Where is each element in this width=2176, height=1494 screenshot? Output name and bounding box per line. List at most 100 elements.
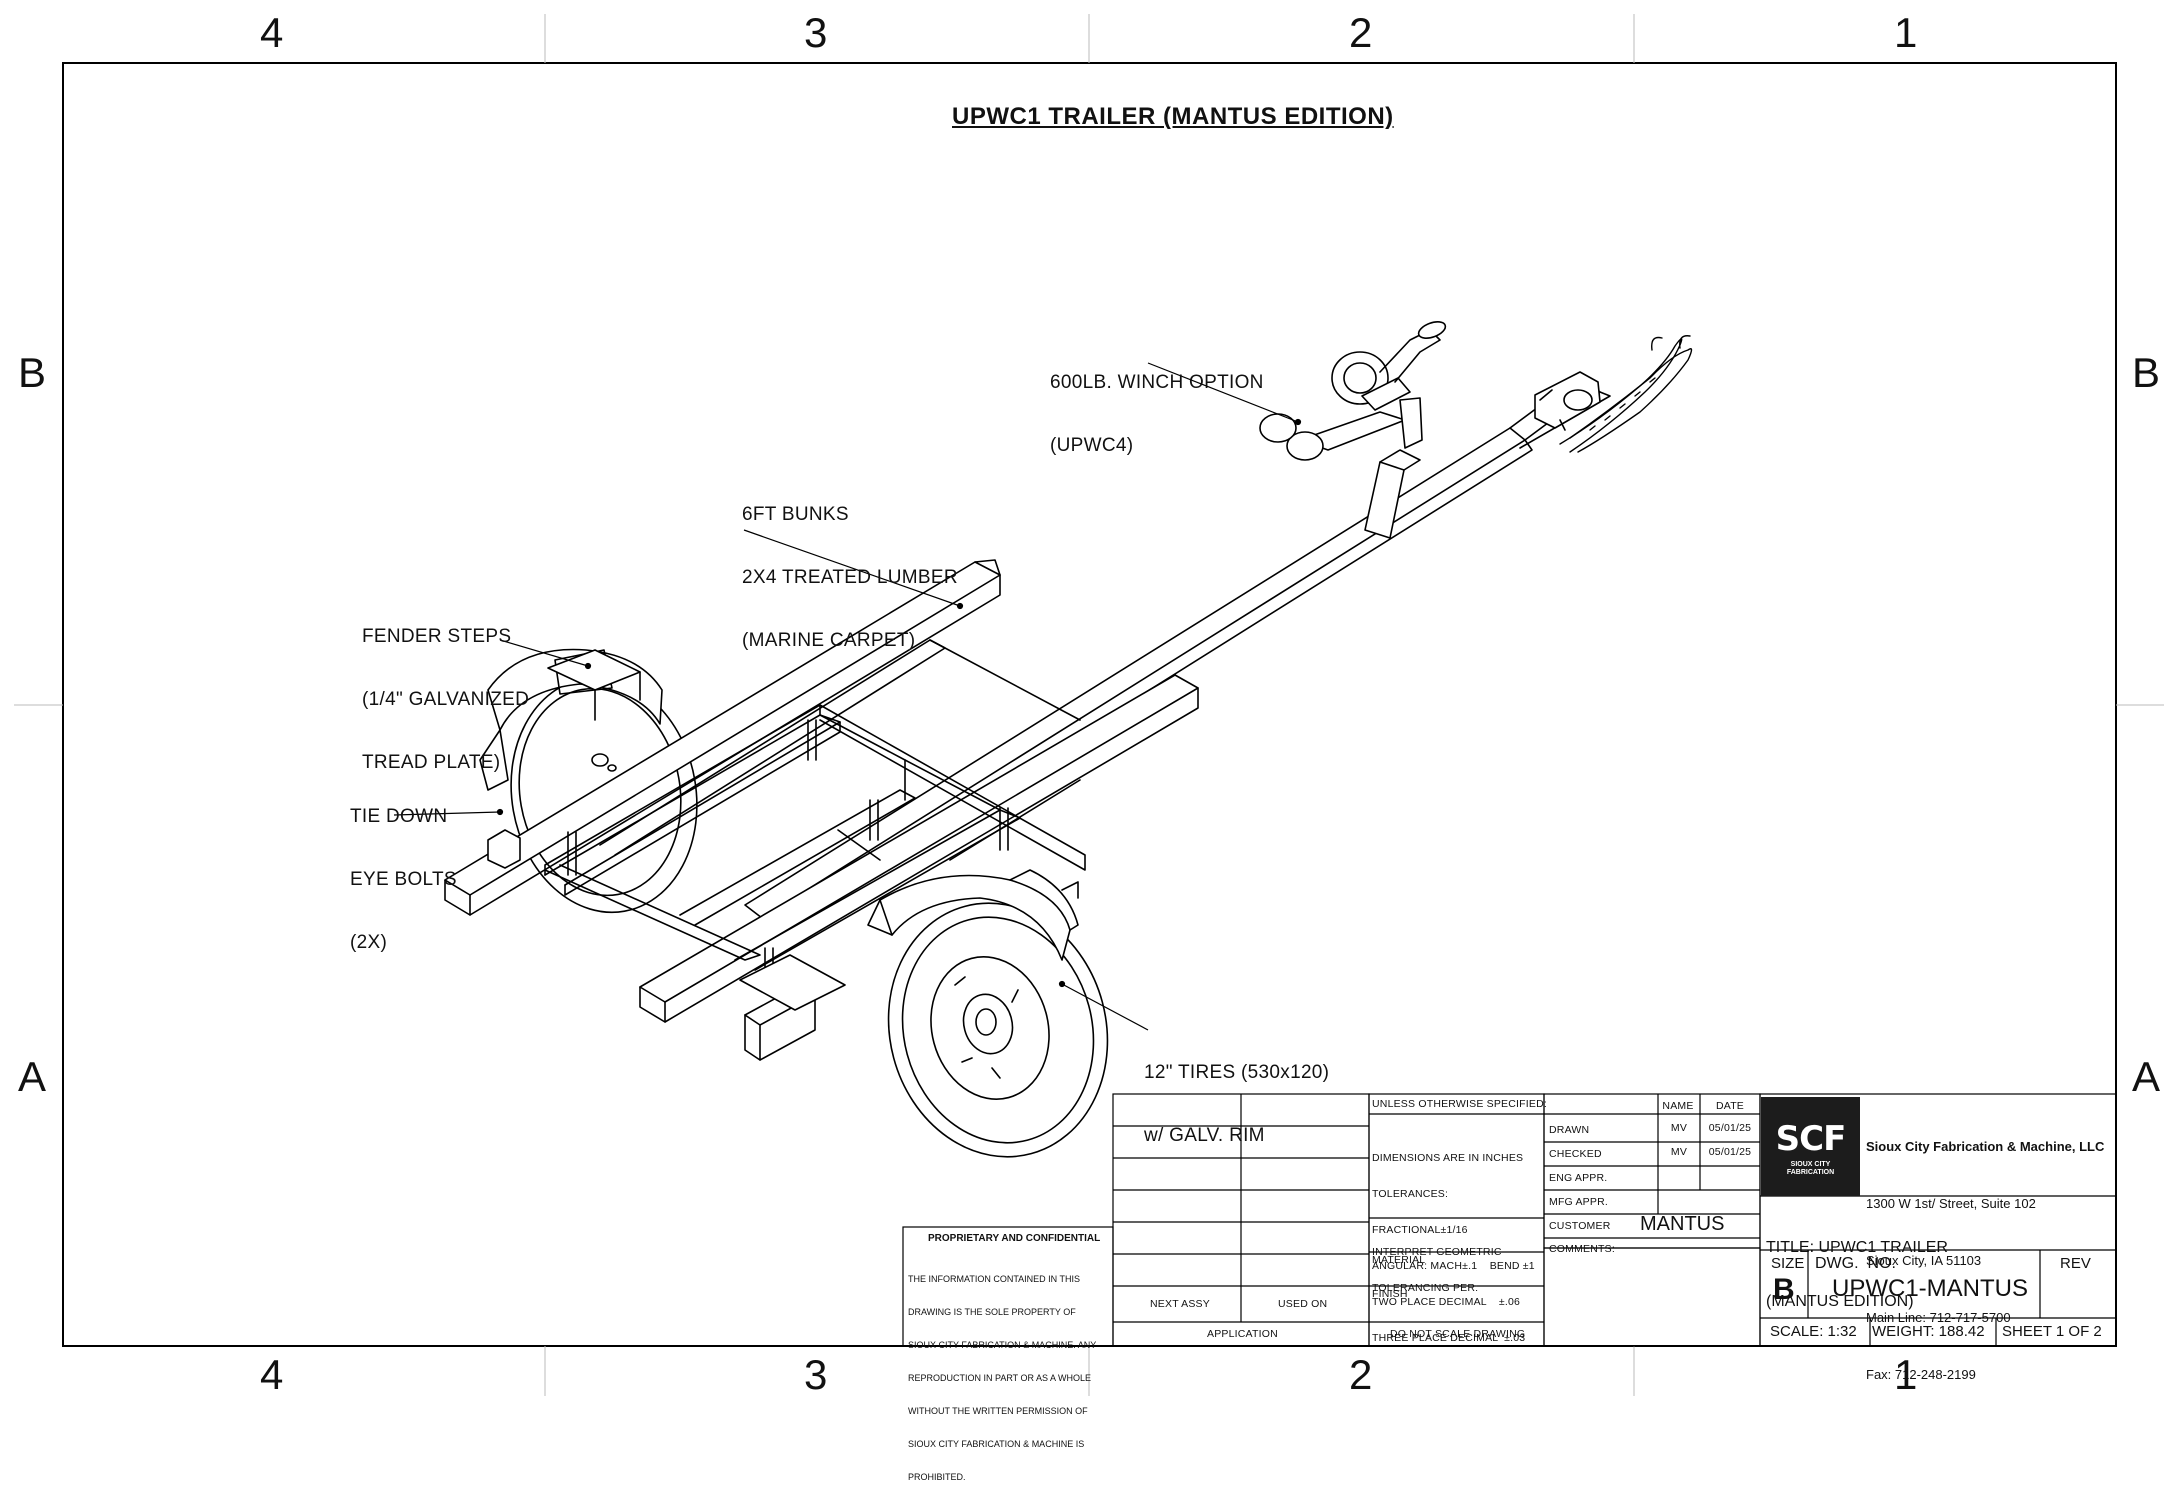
drawn-name: MV [1670,1122,1688,1134]
title-block-grid [902,1093,2117,1347]
callout-tie-down-line1: TIE DOWN [350,806,448,827]
tolerance-line: ANGULAR: MACH±.1 BEND ±1 [1372,1260,1535,1272]
company-fax: Fax: 712-248-2199 [1866,1367,1976,1382]
title-line1: TITLE: UPWC1 TRAILER [1766,1239,1948,1256]
callout-winch-line2: (UPWC4) [1050,435,1134,456]
finish-label: FINISH [1372,1288,1408,1300]
drawing-sheet: 4 3 2 1 4 3 2 1 B A B A UPWC1 TRAILER (M… [14,9,2164,1482]
tolerance-line: FRACTIONAL±1/16 [1372,1224,1468,1236]
callout-winch-line1: 600LB. WINCH OPTION [1050,372,1264,393]
trailer-drawing [444,321,1693,1158]
tolerance-line: THREE PLACE DECIMAL ±.03 [1372,1332,1526,1344]
frame [487,639,1086,1061]
title-line2: (MANTUS EDITION) [1766,1293,1914,1310]
proprietary-line: REPRODUCTION IN PART OR AS A WHOLE [908,1373,1092,1383]
scale-value: SCALE: 1:32 [1770,1323,1857,1340]
logo-sub-line: SIOUX CITY [1790,1161,1831,1168]
name-header: NAME [1662,1100,1694,1112]
zone-column-3-bottom: 3 [804,1351,828,1398]
fender-step [547,649,641,772]
tolerances-block: DIMENSIONS ARE IN INCHES TOLERANCES: FRA… [1372,1128,1535,1356]
company-address1: 1300 W 1st/ Street, Suite 102 [1866,1196,2036,1211]
zone-column-1-bottom: 1 [1894,1351,1918,1398]
callout-tires-line1: 12" TIRES (530x120) [1144,1062,1330,1083]
callout-tie-down-line2: EYE BOLTS [350,869,457,890]
callout-tie-down-line3: (2X) [350,932,388,953]
zone-row-b-right: B [2132,349,2161,396]
callout-tires-line2: w/ GALV. RIM [1144,1125,1265,1146]
callout-fender-line1: FENDER STEPS [362,626,512,647]
zone-column-1-top: 1 [1894,9,1918,56]
checked-name: MV [1670,1146,1688,1158]
drawn-label: DRAWN [1549,1124,1590,1136]
interpret-line: INTERPRET GEOMETRIC [1372,1246,1502,1258]
proprietary-line: THE INFORMATION CONTAINED IN THIS [908,1274,1081,1284]
zone-row-a-right: A [2132,1053,2161,1100]
callout-fender-line2: (1/4" GALVANIZED [362,689,530,710]
callout-fender-line3: TREAD PLATE) [362,752,501,773]
bunk-right [639,674,1199,1023]
tolerance-line: TOLERANCES: [1372,1188,1449,1200]
zone-column-2-top: 2 [1349,9,1373,56]
company-phone: Main Line: 712-717-5700 [1866,1310,2011,1325]
material-label: MATERIAL [1372,1254,1426,1266]
zone-column-3-top: 3 [804,9,828,56]
eng-appr-label: ENG APPR. [1549,1172,1608,1184]
used-on-label: USED ON [1278,1298,1328,1310]
proprietary-line: SIOUX CITY FABRICATION & MACHINE. ANY [908,1340,1097,1350]
proprietary-heading: PROPRIETARY AND CONFIDENTIAL [928,1233,1101,1244]
callout-winch: 600LB. WINCH OPTION (UPWC4) [1050,330,1264,477]
hitch-coupler [1534,371,1601,431]
date-header: DATE [1715,1100,1745,1112]
callout-tie-down: TIE DOWN EYE BOLTS (2X) [350,764,457,974]
application-label: APPLICATION [1207,1328,1278,1340]
tolerance-line: TWO PLACE DECIMAL ±.06 [1372,1296,1521,1308]
unless-specified: UNLESS OTHERWISE SPECIFIED: [1372,1098,1547,1110]
checked-date: 05/01/25 [1708,1146,1752,1158]
drawn-date: 05/01/25 [1708,1122,1752,1134]
interpret-line: TOLERANCING PER: [1372,1282,1479,1294]
customer-value: MANTUS [1640,1213,1725,1235]
callout-bunks-line3: (MARINE CARPET) [742,630,916,651]
checked-label: CHECKED [1549,1148,1602,1160]
zone-column-4-top: 4 [260,9,284,56]
company-info: Sioux City Fabrication & Machine, LLC 13… [1866,1099,2104,1403]
dwg-no-value: UPWC1-MANTUS [1832,1275,2028,1302]
drawing-title: UPWC1 TRAILER (MANTUS EDITION) [952,103,1394,130]
sheet-value: SHEET 1 OF 2 [2002,1323,2102,1340]
zone-row-b-left: B [18,349,47,396]
size-value: B [1773,1273,1795,1306]
proprietary-line: DRAWING IS THE SOLE PROPERTY OF [908,1307,1076,1317]
zone-ticks [14,14,2164,1396]
winch [1259,321,1447,539]
logo-subtext: SIOUX CITY FABRICATION [1761,1161,1860,1177]
proprietary-text: THE INFORMATION CONTAINED IN THIS DRAWIN… [908,1252,1096,1494]
safety-chains [1559,335,1693,453]
interpret-tolerancing: INTERPRET GEOMETRIC TOLERANCING PER: [1372,1222,1502,1306]
mfg-appr-label: MFG APPR. [1549,1196,1608,1208]
company-address2: Sioux City, IA 51103 [1866,1253,1982,1268]
weight-value: WEIGHT: 188.42 [1872,1323,1985,1340]
callout-bunks-line2: 2X4 TREATED LUMBER [742,567,958,588]
logo-sub-line: FABRICATION [1786,1169,1835,1176]
proprietary-line: PROHIBITED. [908,1472,966,1482]
rev-label: REV [2060,1255,2091,1272]
leader-lines [393,362,1302,1031]
company-name: Sioux City Fabrication & Machine, LLC [1866,1139,2105,1154]
callout-tires: 12" TIRES (530x120) w/ GALV. RIM [1144,1020,1329,1167]
title-block-title: TITLE: UPWC1 TRAILER (MANTUS EDITION) [1766,1203,1948,1329]
zone-column-4-bottom: 4 [260,1351,284,1398]
comments-label: COMMENTS: [1549,1243,1615,1255]
callout-bunks-line1: 6FT BUNKS [742,504,849,525]
company-logo: SCF SIOUX CITY FABRICATION [1761,1097,1860,1196]
proprietary-line: SIOUX CITY FABRICATION & MACHINE IS [908,1439,1085,1449]
zone-column-2-bottom: 2 [1349,1351,1373,1398]
next-assy-label: NEXT ASSY [1150,1298,1210,1310]
callout-bunks: 6FT BUNKS 2X4 TREATED LUMBER (MARINE CAR… [742,462,958,672]
do-not-scale: DO NOT SCALE DRAWING [1390,1328,1526,1340]
logo-mark: SCF [1775,1119,1847,1159]
size-label: SIZE [1771,1255,1805,1272]
drawing-canvas [14,14,2164,1396]
callout-fender-steps: FENDER STEPS (1/4" GALVANIZED TREAD PLAT… [362,584,529,794]
customer-label: CUSTOMER [1549,1220,1611,1232]
